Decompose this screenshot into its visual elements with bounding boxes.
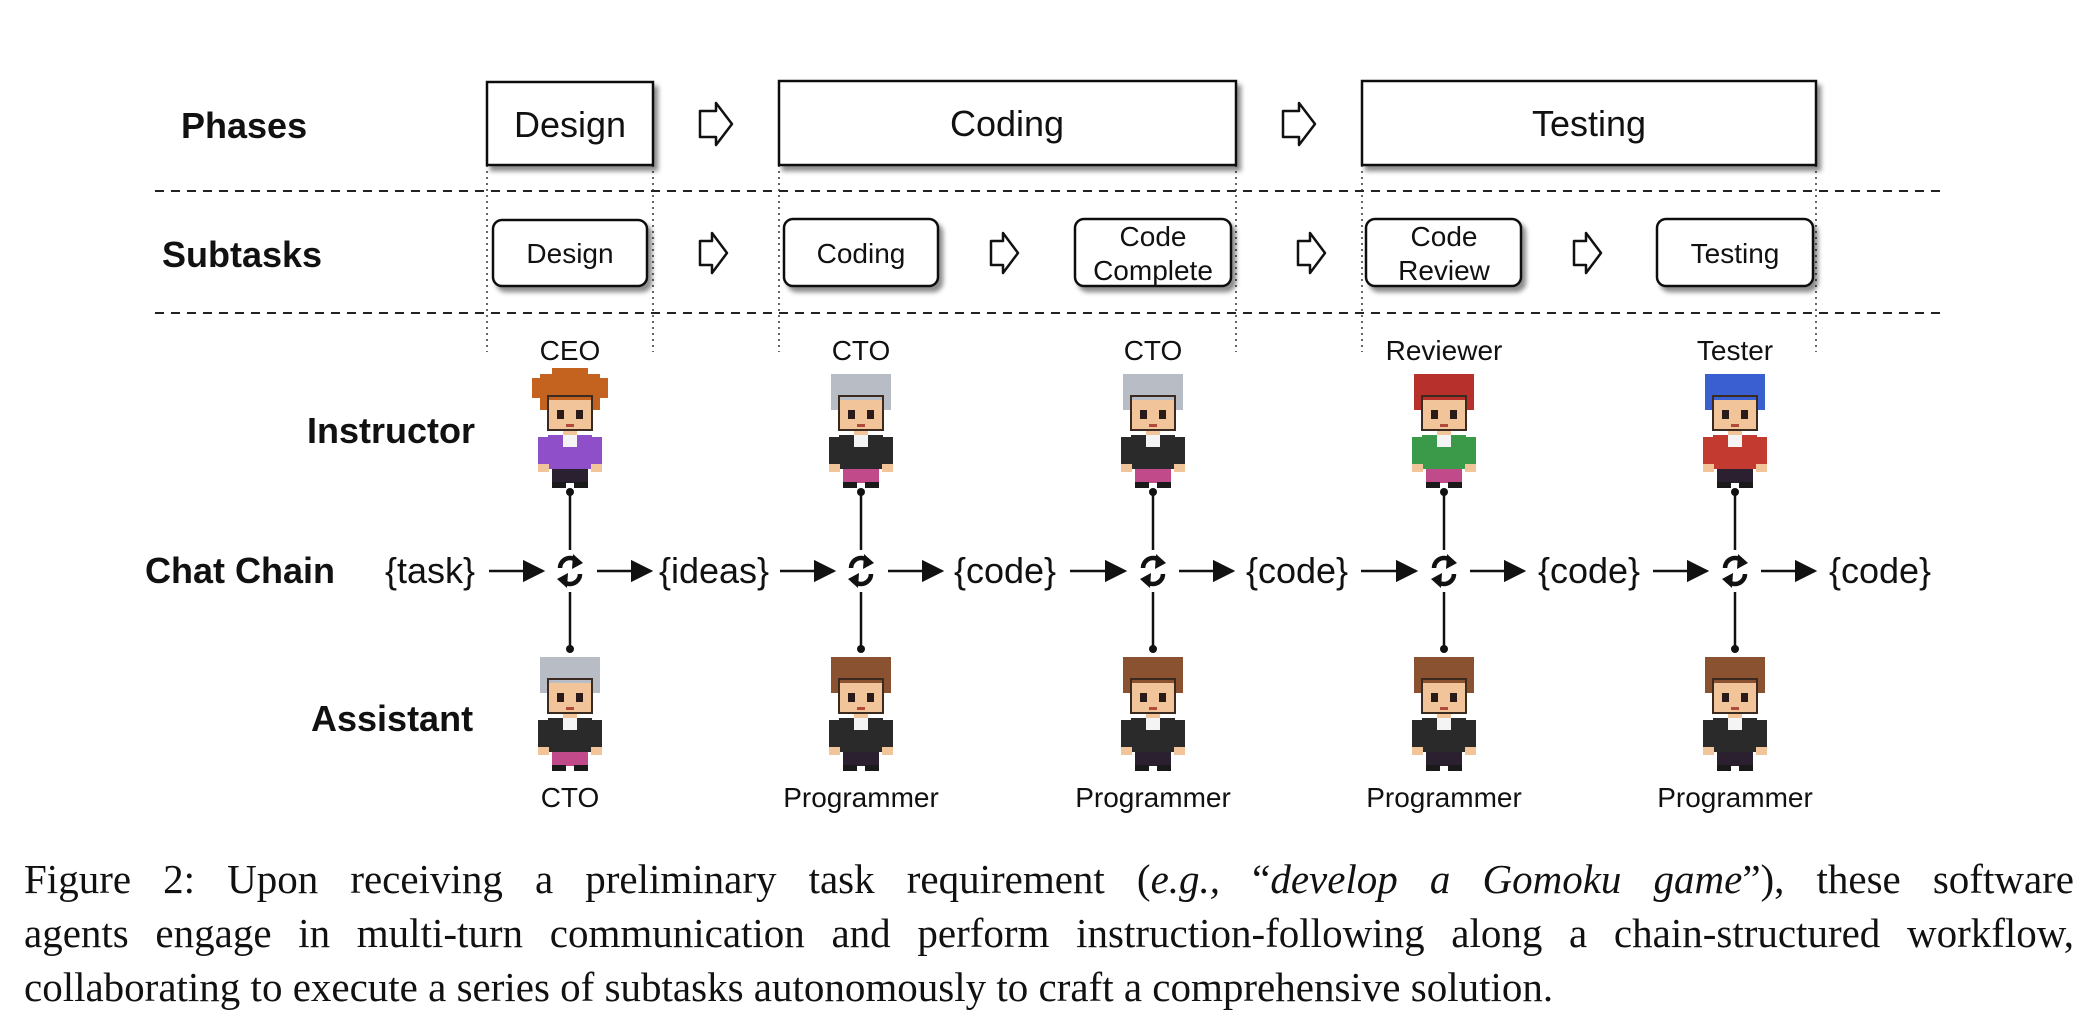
pixel-character-icon [1703, 657, 1767, 771]
pixel-character-icon [1703, 374, 1767, 488]
caption-line-1: Figure 2: Upon receiving a preliminary t… [24, 852, 2074, 906]
chain-token-code: {code} [1538, 550, 1640, 591]
subtask-design: Design [491, 218, 649, 288]
cycle-arrows-icon [848, 554, 874, 588]
hollow-right-arrow-icon [989, 231, 1020, 275]
connector-dot [1440, 645, 1448, 653]
instructor-row-label: Instructor [307, 410, 475, 451]
pixel-character-icon [1412, 657, 1476, 771]
hollow-right-arrow-icon [1281, 101, 1317, 147]
subtask-label: Design [526, 238, 613, 269]
instructor-role: Tester [1697, 335, 1773, 366]
pixel-character-icon [1121, 374, 1185, 488]
avatars [532, 368, 1767, 771]
subtask-label-line2: Review [1398, 255, 1491, 286]
subtasks-row: Design Coding Code Complete Code Review … [491, 217, 1815, 288]
phase-testing: Testing [1360, 79, 1818, 167]
instructor-role: CEO [540, 335, 601, 366]
subtask-coding: Coding [782, 217, 940, 288]
chain-token-code: {code} [954, 550, 1056, 591]
connector-dot [1149, 645, 1157, 653]
hollow-right-arrow-icon [698, 101, 734, 147]
pixel-character-icon [1121, 657, 1185, 771]
phases-row-label: Phases [181, 105, 307, 146]
subtask-box [491, 218, 649, 288]
phase-box [777, 79, 1238, 167]
phase-label: Design [514, 104, 626, 145]
phase-label: Coding [950, 103, 1064, 144]
hollow-right-arrow-icon [1296, 231, 1327, 275]
caption-quote-open: “ [1220, 856, 1271, 902]
caption-prefix: Figure 2: Upon receiving a preliminary t… [24, 856, 1151, 902]
subtask-label: Testing [1691, 238, 1780, 269]
instructor-role: CTO [1124, 335, 1183, 366]
phase-design: Design [485, 80, 655, 167]
assistant-role: CTO [541, 782, 600, 813]
subtask-box [1655, 217, 1815, 288]
hollow-right-arrow-icon [698, 231, 729, 275]
subtask-testing: Testing [1655, 217, 1815, 288]
subtask-box [1073, 217, 1233, 288]
phase-label: Testing [1532, 103, 1646, 144]
assistant-role: Programmer [1657, 782, 1813, 813]
chat-chain-row-label: Chat Chain [145, 550, 335, 591]
figure-caption: Figure 2: Upon receiving a preliminary t… [24, 852, 2074, 1014]
caption-line-2: agents engage in multi-turn communicatio… [24, 910, 2074, 956]
connector-dot [1440, 488, 1448, 496]
chat-nodes [557, 554, 1748, 588]
chain-token-task: {task} [385, 550, 475, 591]
phase-coding: Coding [777, 79, 1238, 167]
assistant-role: Programmer [1366, 782, 1522, 813]
cycle-arrows-icon [1140, 554, 1166, 588]
assistant-role-labels: CTO Programmer Programmer Programmer Pro… [541, 782, 1813, 813]
instructor-role: Reviewer [1386, 335, 1503, 366]
subtask-box [1364, 217, 1523, 288]
subtask-label: Coding [817, 238, 906, 269]
connector-dot [857, 488, 865, 496]
subtask-box [782, 217, 940, 288]
phase-box [1360, 79, 1818, 167]
row-labels: Phases Subtasks Instructor Chat Chain As… [145, 105, 475, 739]
caption-line-3: collaborating to execute a series of sub… [24, 964, 1554, 1010]
instructor-role: CTO [832, 335, 891, 366]
chain-token-ideas: {ideas} [659, 550, 769, 591]
hollow-right-arrow-icon [1572, 231, 1603, 275]
cycle-arrows-icon [557, 554, 583, 588]
caption-eg: e.g., [1150, 856, 1221, 902]
connector-dots [566, 488, 1739, 653]
subtasks-row-label: Subtasks [162, 234, 322, 275]
connector-dot [1731, 645, 1739, 653]
pixel-character-icon [829, 657, 893, 771]
pixel-character-icon [1412, 374, 1476, 488]
connector-dot [566, 488, 574, 496]
phase-box [485, 80, 655, 167]
chat-chain-tokens: {task} {ideas} {code} {code} {code} {cod… [385, 550, 1931, 591]
pixel-character-icon [532, 368, 608, 488]
connector-dot [566, 645, 574, 653]
pixel-character-icon [538, 657, 602, 771]
chain-token-code: {code} [1246, 550, 1348, 591]
node-connectors [568, 492, 1737, 649]
subtask-label-line1: Code [1411, 221, 1478, 252]
assistant-row-label: Assistant [311, 698, 473, 739]
caption-quote-close: ”), these software [1742, 856, 2074, 902]
chain-token-code: {code} [1829, 550, 1931, 591]
subtask-label-line1: Code [1120, 221, 1187, 252]
cycle-arrows-icon [1722, 554, 1748, 588]
cycle-arrows-icon [1431, 554, 1457, 588]
connector-dot [1149, 488, 1157, 496]
subtask-code-review: Code Review [1364, 217, 1523, 288]
assistant-role: Programmer [1075, 782, 1231, 813]
assistant-role: Programmer [783, 782, 939, 813]
pixel-character-icon [829, 374, 893, 488]
phases-row: Design Coding Testing [485, 79, 1818, 167]
connector-dot [857, 645, 865, 653]
instructor-role-labels: CEO CTO CTO Reviewer Tester [540, 335, 1773, 366]
subtask-label-line2: Complete [1093, 255, 1213, 286]
separators [155, 165, 1942, 352]
subtask-code-complete: Code Complete [1073, 217, 1233, 288]
caption-example: develop a Gomoku game [1270, 856, 1743, 902]
connector-dot [1731, 488, 1739, 496]
